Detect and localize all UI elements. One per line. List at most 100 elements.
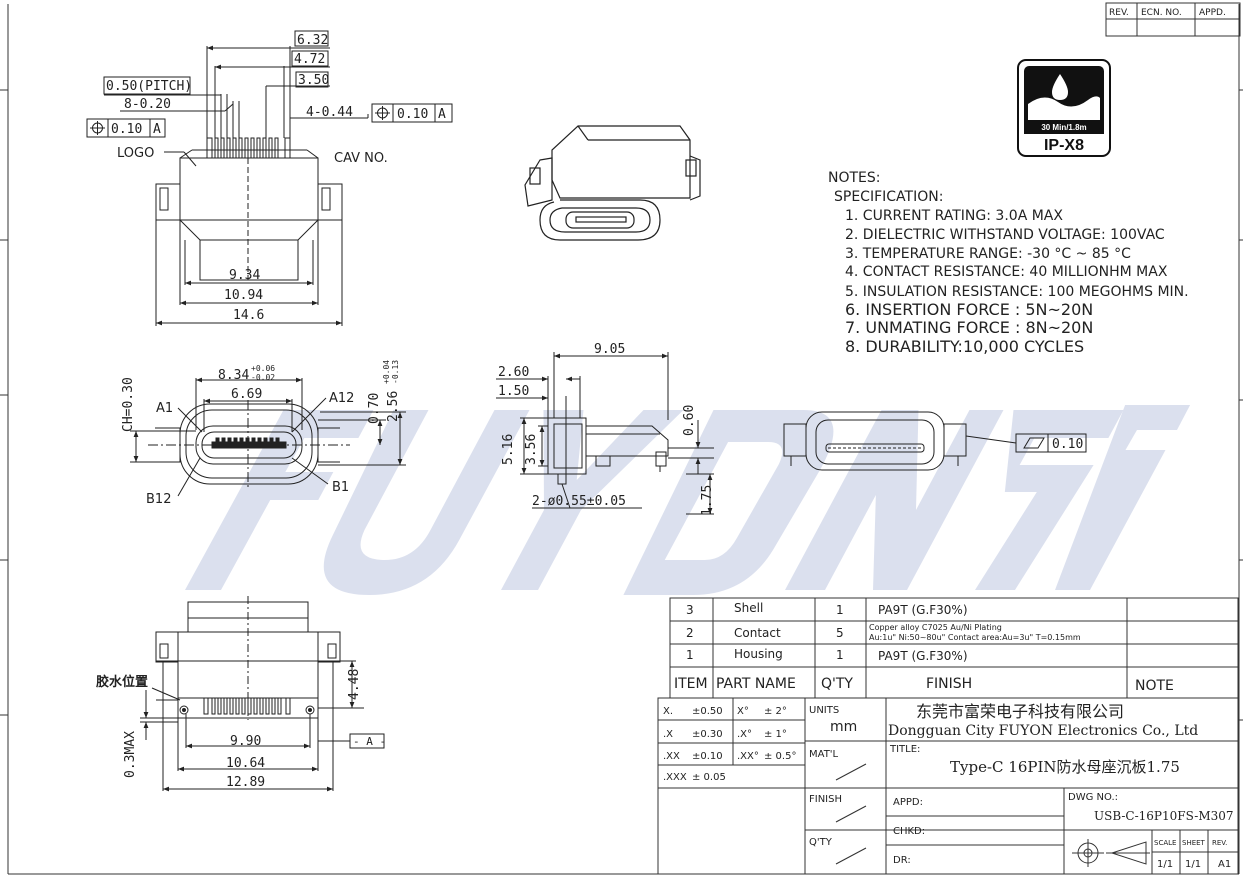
bom-row1-part: Housing: [734, 647, 783, 661]
dim-9-90: 9.90: [230, 734, 261, 749]
note-2: 2. DIELECTRIC WITHSTAND VOLTAGE: 100VAC: [845, 227, 1165, 243]
top-view-labels: 6.32 4.72 3.50 0.50(PITCH) 8-0.20 4-0.44…: [106, 33, 446, 323]
note-1: 1. CURRENT RATING: 3.0A MAX: [845, 208, 1063, 224]
logo-label: LOGO: [117, 146, 154, 161]
tol-row3-c: .XX°: [737, 751, 759, 762]
dim-0-70: 0.70: [367, 393, 382, 424]
dim-0-60: 0.60: [682, 405, 697, 436]
dim-8-34: 8.34: [218, 368, 249, 383]
finish-label: FINISH: [809, 794, 842, 805]
chkd-label: CHKD:: [893, 826, 925, 837]
dim-14-6: 14.6: [233, 308, 264, 323]
dim-8-34-tol-plus: +0.06: [251, 364, 275, 373]
fuyon-watermark: [185, 405, 1191, 595]
badge-line2: IP-X8: [1044, 137, 1084, 154]
rev-label: REV.: [1212, 839, 1227, 847]
tol-left-datum: A: [153, 122, 161, 137]
dim-4-044: 4-0.44: [306, 105, 353, 120]
dim-8-020: 8-0.20: [124, 97, 171, 112]
units-label: UNITS: [809, 705, 839, 716]
tol-right-datum: A: [438, 107, 446, 122]
bom-row3-part: Shell: [734, 601, 763, 615]
bom-header-item: ITEM: [674, 676, 708, 692]
bom-header-note: NOTE: [1135, 678, 1174, 694]
top-pins: [206, 137, 291, 159]
bom-header-qty: Q'TY: [821, 676, 853, 692]
title-block: [657, 697, 1239, 875]
datum-a: - A -: [353, 735, 386, 748]
note-7: 7. UNMATING FORCE : 8N~20N: [845, 318, 1093, 337]
bom-row3-qty: 1: [836, 603, 844, 617]
tol-row1-c: X°: [737, 706, 749, 717]
dwg-label: DWG NO.:: [1068, 792, 1118, 803]
dim-3-50: 3.50: [298, 73, 329, 88]
bottom-pins: [203, 697, 291, 715]
note-5: 5. INSULATION RESISTANCE: 100 MEGOHMS MI…: [845, 284, 1189, 300]
pin-a12: A12: [329, 391, 354, 406]
rev-header: REV.: [1109, 8, 1129, 18]
tol-left-value: 0.10: [111, 122, 142, 137]
tol-row1-a: X.: [663, 706, 673, 717]
top-view: [86, 30, 453, 326]
dim-8-34-tol-minus: -0.02: [251, 373, 275, 382]
bom-row3-finish: PA9T (G.F30%): [878, 603, 968, 617]
front-view: [130, 377, 406, 497]
dim-3-56: 3.56: [524, 434, 539, 465]
note-6: 6. INSERTION FORCE : 5N~20N: [845, 300, 1093, 319]
notes-title: NOTES:: [828, 170, 881, 186]
dim-ch: CH=0.30: [121, 377, 136, 432]
dim-9-34: 9.34: [229, 268, 260, 283]
isometric-view: [524, 125, 701, 241]
dim-10-64: 10.64: [226, 756, 265, 771]
bom-header-finish: FINISH: [926, 676, 972, 692]
note-3: 3. TEMPERATURE RANGE: -30 °C ~ 85 °C: [845, 246, 1131, 262]
rev-value: A1: [1218, 859, 1231, 870]
dr-label: DR:: [893, 855, 911, 866]
dim-1-75: 1.75: [700, 485, 715, 516]
dim-2-56-tol-plus: +0.04: [382, 360, 391, 384]
bom-row1-item: 1: [686, 648, 694, 662]
tol-row1-d: ± 2°: [764, 706, 787, 717]
note-4: 4. CONTACT RESISTANCE: 40 MILLIONHM MAX: [845, 264, 1168, 280]
note-8: 8. DURABILITY:10,000 CYCLES: [845, 337, 1084, 356]
cav-no-label: CAV NO.: [334, 151, 388, 166]
dim-6-32: 6.32: [297, 33, 328, 48]
dim-hole: 2-ø0.55±0.05: [532, 494, 626, 509]
bom-row2-finish: Copper alloy C7025 Au/Ni Plating: [869, 623, 1002, 632]
tol-row3-d: ± 0.5°: [764, 751, 796, 762]
tol-row2-d: ± 1°: [764, 729, 787, 740]
notes: NOTES: SPECIFICATION: 1. CURRENT RATING:…: [828, 170, 1189, 356]
dim-2-60: 2.60: [498, 365, 529, 380]
bottom-view: [140, 596, 385, 792]
bottom-view-labels: 胶水位置 4.48 0.3MAX 9.90 10.64 12.89 - A -: [96, 669, 386, 790]
tol-row2-a: .X: [663, 729, 673, 740]
bom-header-part: PART NAME: [716, 676, 796, 692]
bom-row3-item: 3: [686, 603, 694, 617]
dim-6-69: 6.69: [231, 387, 262, 402]
front-view-labels: 8.34 +0.06 -0.02 6.69 CH=0.30 0.70 2.56 …: [121, 360, 401, 507]
title-label: TITLE:: [889, 744, 920, 755]
dim-1-50: 1.50: [498, 384, 529, 399]
bom-row2-finish2: Au:1u" Ni:50~80u" Contact area:Au=3u" T=…: [869, 633, 1081, 642]
bom-text: 3 Shell 1 PA9T (G.F30%) 2 Contact 5 Copp…: [674, 601, 1174, 694]
pin-b1: B1: [332, 480, 349, 495]
glue-position-label: 胶水位置: [96, 674, 148, 690]
tol-row4-a: .XXX: [663, 772, 687, 783]
scale-value: 1/1: [1157, 859, 1173, 870]
matl-label: MAT'L: [809, 749, 839, 760]
dim-0-3max: 0.3MAX: [123, 731, 138, 778]
side-view-labels: 9.05 2.60 1.50 5.16 3.56 0.60 1.75 2-ø0.…: [498, 342, 715, 516]
qty-label: Q'TY: [809, 837, 833, 848]
appd-label: APPD:: [893, 797, 923, 808]
flatness-value: 0.10: [1052, 437, 1083, 452]
dim-2-56-tol-minus: -0.13: [391, 360, 400, 384]
dim-4-72: 4.72: [294, 52, 325, 67]
dim-2-56: 2.56: [386, 391, 401, 422]
ecn-header: ECN. NO.: [1141, 8, 1182, 18]
bom-row2-item: 2: [686, 626, 694, 640]
company-cn: 东莞市富荣电子科技有限公司: [916, 702, 1124, 721]
bom-row1-finish: PA9T (G.F30%): [878, 649, 968, 663]
ipx8-badge: 30 Min/1.8m IP-X8: [1017, 59, 1111, 157]
tol-row2-c: .X°: [737, 729, 752, 740]
